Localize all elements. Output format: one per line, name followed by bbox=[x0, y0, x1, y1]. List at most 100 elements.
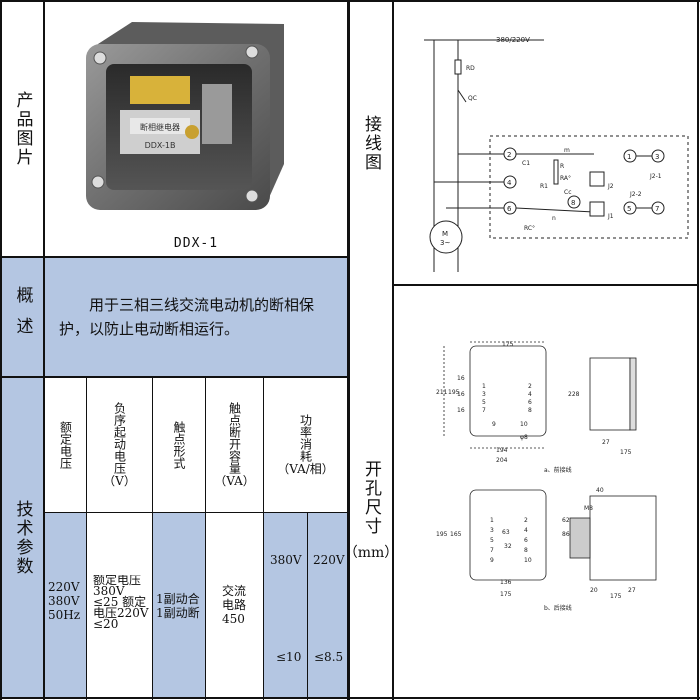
terminal-2: 2 bbox=[507, 151, 511, 159]
spec-col-2 bbox=[152, 376, 153, 700]
hdr-power-text: 功率消耗 bbox=[298, 414, 313, 462]
overview-text-bg bbox=[45, 258, 347, 376]
val-neg-seq-4: ≤20 bbox=[93, 617, 119, 631]
terminal-1: 1 bbox=[627, 153, 631, 161]
rear-t2: 2 bbox=[524, 517, 528, 524]
comp-j2-1: J2-1 bbox=[649, 173, 662, 180]
rear-caption: b、后接线 bbox=[544, 604, 572, 612]
contactor-label: QC bbox=[468, 95, 477, 102]
wiring-label: 接线图 bbox=[350, 2, 392, 284]
comp-j2: J2 bbox=[607, 183, 614, 190]
hdr-neg-seq-text: 负序起动电压 bbox=[112, 402, 127, 474]
front-t5: 5 bbox=[482, 399, 486, 406]
specs-label: 技术参数 bbox=[2, 378, 43, 697]
rule-spec-header bbox=[43, 512, 350, 513]
overview-label: 概述 bbox=[2, 258, 43, 376]
front-t7: 7 bbox=[482, 407, 486, 414]
dimensions-label: 开孔尺寸 （mm） bbox=[350, 286, 392, 697]
rear-t9: 9 bbox=[490, 557, 494, 564]
rear-t3: 3 bbox=[490, 527, 494, 534]
val-neg-seq-0: 额定电压 bbox=[93, 575, 142, 587]
node-m: m bbox=[564, 147, 570, 154]
val-contact-0: 1副动合 bbox=[156, 592, 200, 606]
comp-r: R bbox=[560, 163, 564, 170]
rear-dim-86: 86 bbox=[562, 531, 570, 538]
hdr-breaking-unit: （VA） bbox=[214, 474, 255, 488]
front-dim-16b: 16 bbox=[457, 391, 465, 398]
terminal-5: 5 bbox=[627, 205, 631, 213]
product-photo: 断相继电器 DDX-1B bbox=[72, 14, 302, 220]
overview-text: 用于三相三线交流电动机的断相保护，以防止电动断相运行。 bbox=[59, 296, 315, 338]
device-model-text: DDX-1B bbox=[145, 141, 176, 150]
divider-left-label bbox=[43, 0, 45, 700]
hdr-contact-form-text: 触点形式 bbox=[172, 421, 186, 469]
val-neg-seq: 额定电压 380V ≤25 额定 电压220V ≤20 bbox=[93, 575, 153, 645]
rear-dim-165: 165 bbox=[450, 531, 462, 538]
rear-t10: 10 bbox=[524, 557, 532, 564]
val-breaking-1: 电路 bbox=[222, 598, 247, 612]
val-rated-220: 220V bbox=[48, 580, 80, 594]
product-image-label: 产品图片 bbox=[2, 2, 43, 256]
rear-dim-63: 63 bbox=[502, 529, 510, 536]
front-t3: 3 bbox=[482, 391, 486, 398]
rear-dim-m8: M8 bbox=[584, 505, 593, 512]
comp-r1: R1 bbox=[540, 183, 548, 190]
rear-t6: 6 bbox=[524, 537, 528, 544]
motor-label: M bbox=[442, 230, 448, 238]
hdr-breaking-text: 触点断开容量 bbox=[227, 402, 242, 474]
hdr-neg-seq: 负序起动电压 （V） bbox=[87, 378, 152, 512]
specs-label-bg bbox=[2, 378, 43, 697]
front-dim-16c: 16 bbox=[457, 407, 465, 414]
rear-t1: 1 bbox=[490, 517, 494, 524]
spec-col-1 bbox=[86, 376, 87, 700]
front-t2: 2 bbox=[528, 383, 532, 390]
comp-rc: RC° bbox=[524, 225, 535, 232]
front-dim-211: 211 bbox=[436, 389, 448, 396]
spec-contact-bg bbox=[153, 513, 205, 697]
front-dim-195: 195 bbox=[448, 389, 460, 396]
divider-center bbox=[347, 0, 350, 700]
divider-right-label bbox=[392, 0, 394, 700]
val-neg-seq-2: ≤25 额定 bbox=[93, 595, 147, 609]
hdr-contact-form: 触点形式 bbox=[153, 378, 205, 512]
spec-col-5 bbox=[307, 512, 308, 700]
dimension-drawings: 175 211 195 16 16 16 1 3 5 7 2 4 6 8 9 1… bbox=[394, 286, 697, 697]
val-rated-voltage: 220V 380V 50Hz bbox=[48, 580, 86, 640]
front-t4: 4 bbox=[528, 391, 532, 398]
front-t9: 9 bbox=[492, 421, 496, 428]
side-dim-175: 175 bbox=[620, 449, 632, 456]
rear-t4: 4 bbox=[524, 527, 528, 534]
motor-phase-label: 3~ bbox=[440, 239, 450, 247]
val-neg-seq-3: 电压220V bbox=[93, 606, 149, 620]
val-power-v-380: 380V bbox=[270, 553, 302, 567]
front-dim-phi8: φ8 bbox=[520, 434, 528, 441]
fuse-label: RD bbox=[466, 65, 475, 72]
overview-label-text: 概述 bbox=[12, 286, 33, 348]
device-plate-text: 断相继电器 bbox=[140, 122, 180, 132]
overview-label-bg bbox=[2, 258, 43, 376]
product-image-label-text: 产品图片 bbox=[12, 91, 33, 167]
border-left bbox=[0, 0, 2, 700]
hdr-power: 功率消耗 （VA/相） bbox=[264, 378, 347, 512]
rear-side-dim-27: 27 bbox=[628, 587, 636, 594]
val-power-380: ≤10 bbox=[276, 650, 302, 664]
front-dim-204: 204 bbox=[496, 457, 508, 464]
hdr-power-unit: （VA/相） bbox=[277, 462, 334, 476]
val-rated-freq: 50Hz bbox=[48, 608, 81, 622]
front-t6: 6 bbox=[528, 399, 532, 406]
rear-dim-175: 175 bbox=[500, 591, 512, 598]
side-dim-228: 228 bbox=[568, 391, 580, 398]
front-caption: a、前接线 bbox=[544, 466, 572, 474]
val-breaking-2: 450 bbox=[222, 612, 245, 626]
dimensions-unit: （mm） bbox=[350, 544, 392, 561]
spec-col-3 bbox=[205, 376, 206, 700]
val-power-v-220: 220V bbox=[313, 553, 345, 567]
product-model: DDX-1 bbox=[173, 236, 219, 251]
spec-power-b-bg bbox=[308, 513, 347, 697]
node-n: n bbox=[552, 215, 556, 222]
front-dim-16a: 16 bbox=[457, 375, 465, 382]
rear-side-dim-20: 20 bbox=[590, 587, 598, 594]
wiring-diagram: 380/220V RD QC M 3~ 2 4 6 8 C1 R RA° bbox=[394, 2, 697, 284]
rear-t5: 5 bbox=[490, 537, 494, 544]
